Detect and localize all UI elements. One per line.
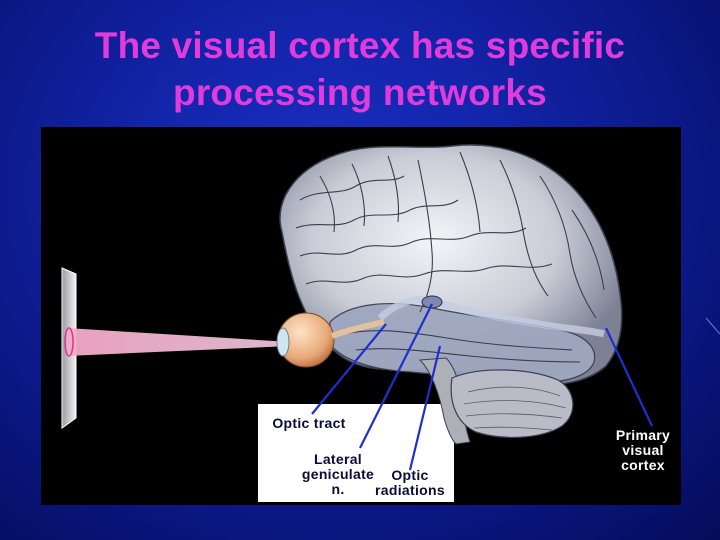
label-optic-radiations: Optic radiations [375,467,445,498]
optic-radiation-fibers [377,295,605,338]
edge-line [705,317,720,335]
label-pointers [311,303,653,471]
pointer-lateral-geniculate [359,303,433,449]
label-primary-visual-cortex: Primary visual cortex [615,427,671,473]
pointer-primary-visual-cortex [605,327,653,427]
label-lateral-geniculate: Lateral geniculate n. [301,451,375,497]
eye-illustration [276,312,385,368]
lateral-geniculate-nucleus [421,295,443,309]
slide-title: The visual cortex has specific processin… [94,25,626,113]
pointer-optic-radiations [408,345,442,471]
label-optic-tract: Optic tract [272,415,346,431]
light-beam [67,328,290,356]
cerebellum [450,369,574,438]
pointer-optic-tract [311,323,387,415]
optic-nerve [330,319,385,339]
